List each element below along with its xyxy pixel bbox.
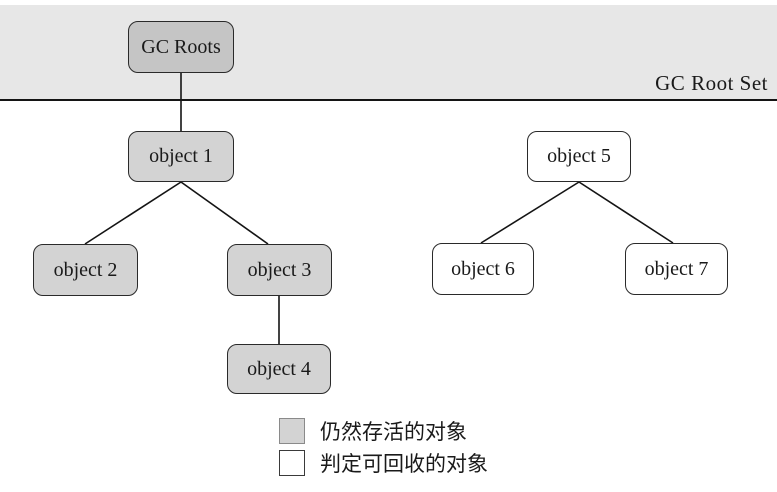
node-gc-roots-label: GC Roots (141, 35, 221, 58)
node-object-4-label: object 4 (247, 357, 311, 380)
edge-object1-object3 (180, 181, 269, 245)
node-object-2-label: object 2 (53, 258, 118, 281)
node-object-5-label: object 5 (547, 145, 611, 167)
legend-swatch-alive-icon (279, 417, 305, 444)
gc-root-set-label: GC Root Set (655, 71, 768, 95)
legend-row-collectable: 判定可回收的对象 (279, 449, 488, 476)
node-object-7-label: object 7 (644, 257, 709, 280)
node-object-6: object 6 (432, 243, 534, 295)
node-gc-roots: GC Roots (128, 21, 234, 73)
node-object-4: object 4 (227, 344, 331, 394)
legend-row-alive: 仍然存活的对象 (279, 417, 488, 444)
node-object-1: object 1 (128, 131, 234, 182)
legend-swatch-collectable-icon (279, 449, 305, 476)
node-object-3: object 3 (227, 244, 332, 296)
edge-object5-object6 (480, 181, 580, 244)
node-object-3-label: object 3 (247, 258, 312, 281)
edge-object1-object2 (84, 181, 182, 245)
node-object-2: object 2 (33, 244, 138, 296)
node-object-5: object 5 (527, 131, 631, 182)
node-object-1-label: object 1 (149, 145, 213, 167)
node-object-6-label: object 6 (451, 257, 515, 280)
edge-object5-object7 (578, 181, 674, 244)
node-object-7: object 7 (625, 243, 728, 295)
legend-label-collectable: 判定可回收的对象 (320, 451, 488, 476)
legend-label-alive: 仍然存活的对象 (320, 419, 467, 444)
legend: 仍然存活的对象 判定可回收的对象 (279, 417, 488, 481)
gc-root-set-banner: GC Root Set (0, 5, 777, 101)
